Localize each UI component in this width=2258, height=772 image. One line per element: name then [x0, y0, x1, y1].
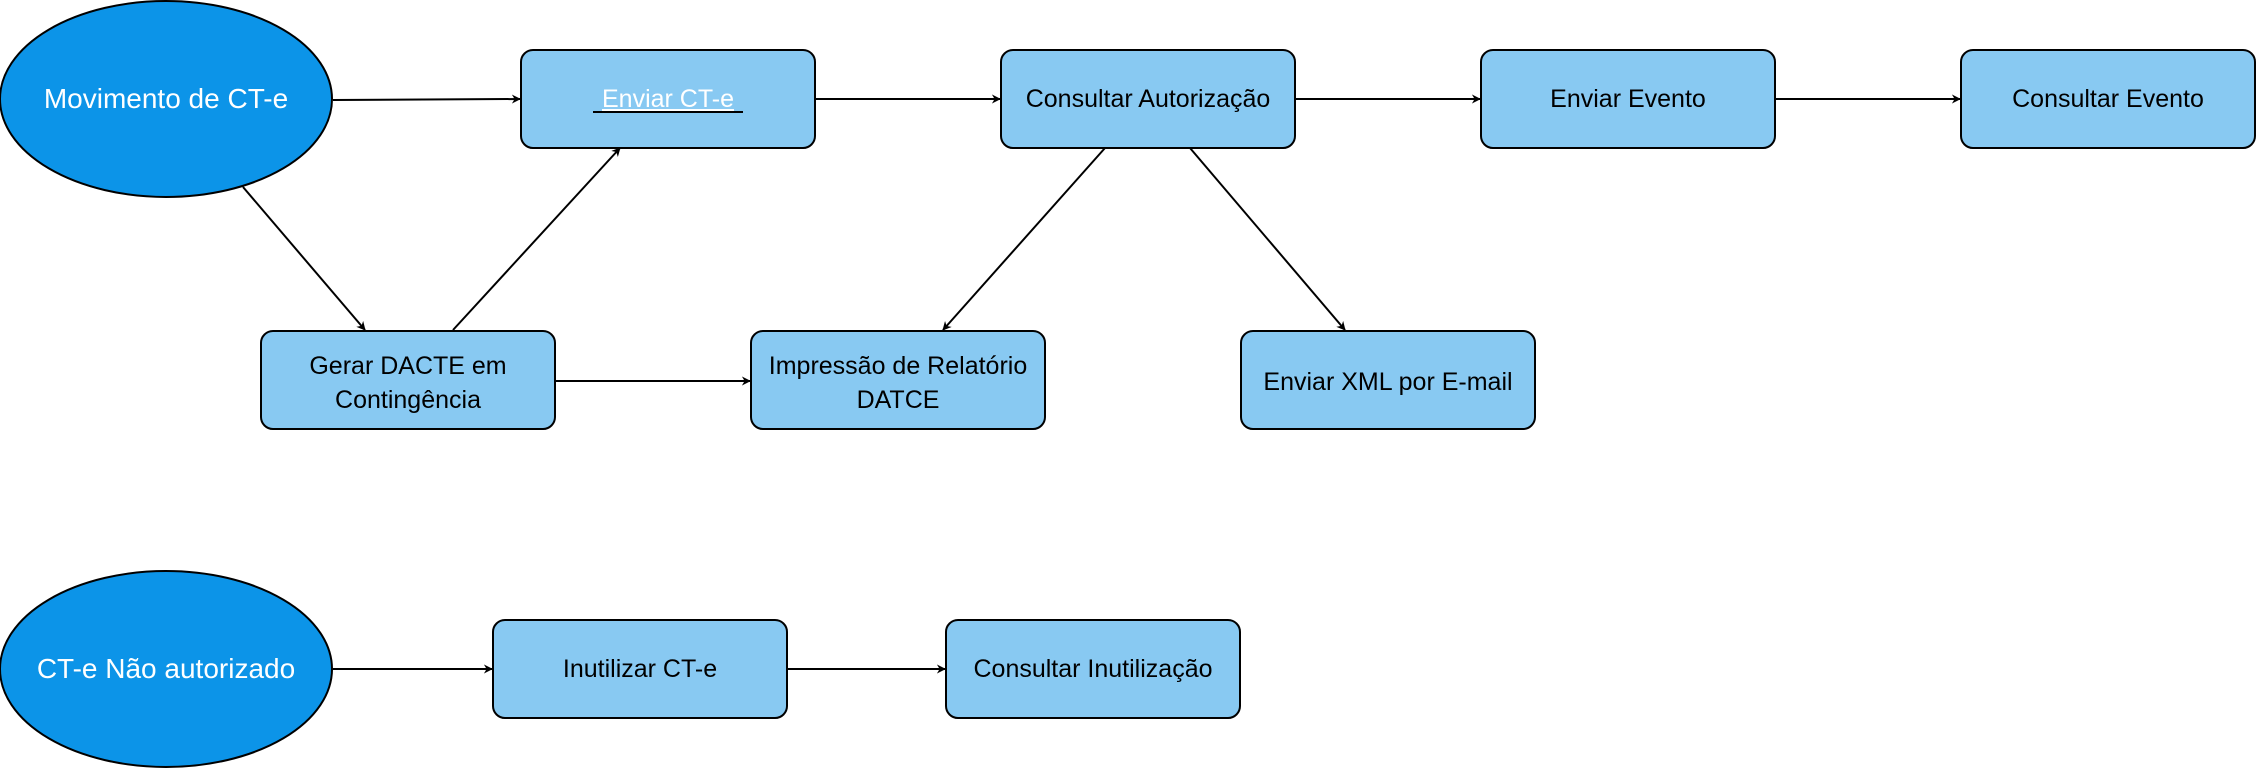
- box-shape: [492, 619, 788, 719]
- box-shape: [260, 330, 556, 430]
- node-consultar-autorizacao[interactable]: Consultar Autorização: [1000, 49, 1296, 149]
- node-label: Consultar Inutilização: [973, 655, 1212, 683]
- edge-movimento-to-gerar-dacte: [242, 186, 366, 331]
- edges: [242, 94, 1961, 674]
- node-gerar-dacte[interactable]: Gerar DACTE em Contingência: [260, 330, 556, 430]
- node-label: Enviar Evento: [1550, 85, 1706, 113]
- box-shape: [520, 49, 816, 149]
- node-cte-nao-autorizado[interactable]: CT-e Não autorizado: [0, 570, 333, 768]
- node-label-line2: DATCE: [857, 386, 940, 414]
- node-label-line1: Gerar DACTE em: [309, 352, 506, 380]
- box-shape: [1960, 49, 2256, 149]
- node-enviar-evento[interactable]: Enviar Evento: [1480, 49, 1776, 149]
- box-shape: [1480, 49, 1776, 149]
- node-label-line1: Impressão de Relatório: [769, 352, 1027, 380]
- node-label-line2: Contingência: [335, 386, 481, 414]
- node-label: Consultar Autorização: [1026, 85, 1271, 113]
- node-impressao-relatorio[interactable]: Impressão de Relatório DATCE: [750, 330, 1046, 430]
- node-enviar-xml[interactable]: Enviar XML por E-mail: [1240, 330, 1536, 430]
- box-shape: [1000, 49, 1296, 149]
- node-label: Enviar XML por E-mail: [1263, 368, 1512, 396]
- box-shape: [1240, 330, 1536, 430]
- edge-movimento-to-enviar-cte: [332, 94, 521, 104]
- box-shape: [945, 619, 1241, 719]
- box-shape: [750, 330, 1046, 430]
- node-enviar-cte[interactable]: Enviar CT-e: [520, 49, 816, 149]
- edge-gerar-dacte-to-enviar-cte: [452, 147, 621, 331]
- node-label: Consultar Evento: [2012, 85, 2204, 113]
- edge-consultar-autorizacao-to-impressao: [942, 147, 1106, 331]
- node-label: Inutilizar CT-e: [563, 655, 717, 683]
- node-movimento-de-cte[interactable]: Movimento de CT-e: [0, 0, 333, 198]
- node-label: CT-e Não autorizado: [37, 653, 295, 684]
- node-label: Movimento de CT-e: [44, 83, 288, 114]
- ellipse-shape: [0, 0, 333, 198]
- ellipse-shape: [0, 570, 333, 768]
- node-label-link[interactable]: Enviar CT-e: [602, 85, 734, 113]
- node-consultar-evento[interactable]: Consultar Evento: [1960, 49, 2256, 149]
- node-consultar-inutilizacao[interactable]: Consultar Inutilização: [945, 619, 1241, 719]
- edge-consultar-autorizacao-to-enviar-xml: [1189, 147, 1346, 331]
- node-inutilizar-cte[interactable]: Inutilizar CT-e: [492, 619, 788, 719]
